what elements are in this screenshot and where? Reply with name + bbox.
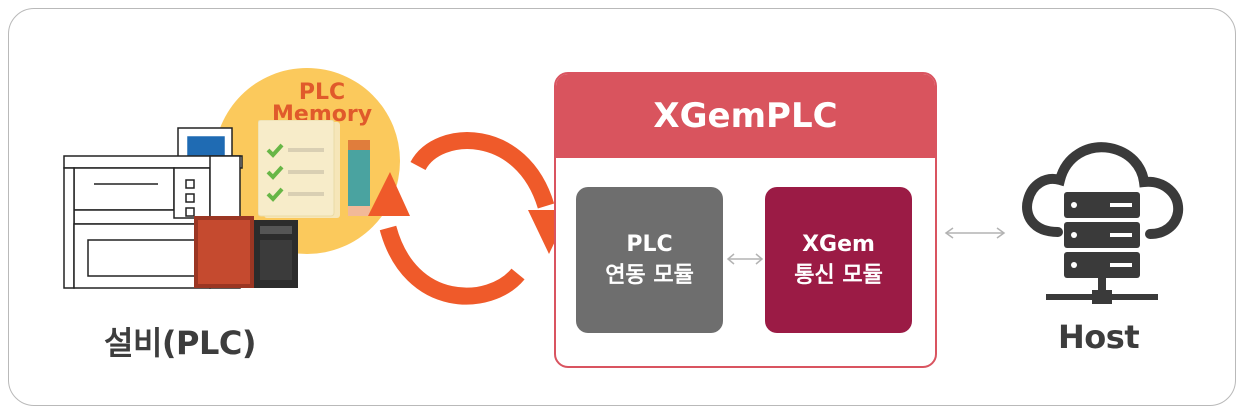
arrow-head-up	[368, 172, 410, 216]
host-label: Host	[1058, 318, 1140, 356]
plc-module-line1: PLC	[626, 232, 673, 257]
xgemplc-title: XGemPLC	[556, 74, 935, 158]
sync-cycle-arrows	[368, 132, 570, 305]
xgem-module-line2: 통신 모듈	[794, 263, 883, 288]
memory-title-line1: PLC	[298, 80, 346, 105]
xgem-comm-module: XGem 통신 모듈	[765, 187, 912, 333]
equipment-label: 설비(PLC)	[104, 324, 256, 362]
module-link-arrow	[726, 253, 764, 265]
host-link-arrow	[944, 227, 1006, 239]
plc-module-line2: 연동 모듈	[605, 263, 694, 288]
plc-link-module: PLC 연동 모듈	[576, 187, 723, 333]
equipment-machine-icon	[63, 127, 298, 289]
memory-checklist-icon	[258, 120, 370, 218]
cloud-server-icon	[1022, 142, 1184, 304]
xgem-module-line1: XGem	[802, 232, 875, 257]
